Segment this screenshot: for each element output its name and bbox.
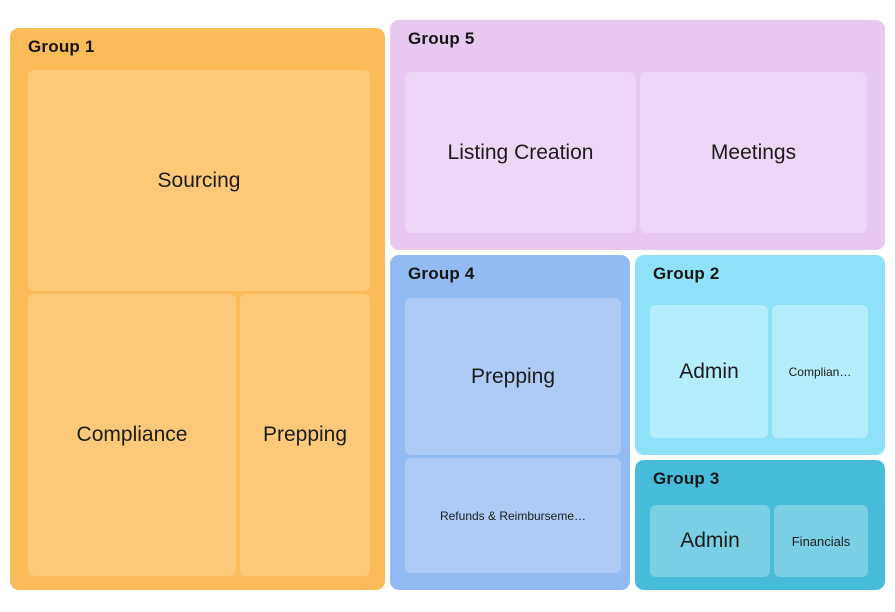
- tile-label: Compliance: [76, 423, 188, 446]
- treemap-group-2[interactable]: Group 2 Admin Complian…: [635, 255, 885, 455]
- treemap-tile-compliance-truncated[interactable]: Complian…: [772, 305, 868, 438]
- group-5-title: Group 5: [408, 29, 475, 48]
- group-1-title: Group 1: [28, 37, 95, 56]
- treemap-group-3[interactable]: Group 3 Admin Financials: [635, 460, 885, 590]
- tile-label: Sourcing: [157, 168, 241, 192]
- treemap-tile-prepping-group4[interactable]: Prepping: [405, 298, 621, 455]
- treemap-group-4[interactable]: Group 4 Prepping Refunds & Reimburseme…: [390, 255, 630, 590]
- tile-label: Refunds & Reimburseme…: [439, 508, 587, 523]
- treemap-tile-refunds-reimbursements[interactable]: Refunds & Reimburseme…: [405, 458, 621, 573]
- treemap-tile-compliance[interactable]: Compliance: [28, 294, 236, 576]
- tile-label: Prepping: [470, 364, 556, 388]
- tile-label: Financials: [791, 533, 851, 549]
- group-3-title: Group 3: [653, 469, 720, 488]
- group-4-title: Group 4: [408, 264, 475, 283]
- treemap-tile-meetings[interactable]: Meetings: [640, 72, 867, 233]
- treemap-tile-listing-creation[interactable]: Listing Creation: [405, 72, 636, 233]
- tile-label: Listing Creation: [447, 140, 594, 164]
- tile-label: Admin: [679, 359, 739, 383]
- tile-label: Prepping: [262, 423, 348, 446]
- tile-label: Meetings: [710, 140, 797, 164]
- treemap-tile-prepping-group1[interactable]: Prepping: [240, 294, 370, 576]
- treemap-tile-admin-group2[interactable]: Admin: [650, 305, 768, 438]
- treemap-tile-financials[interactable]: Financials: [774, 505, 868, 577]
- tile-label: Admin: [680, 529, 740, 552]
- tile-label: Complian…: [788, 364, 852, 379]
- treemap-group-1[interactable]: Group 1 Sourcing Compliance Prepping: [10, 28, 385, 590]
- treemap-tile-admin-group3[interactable]: Admin: [650, 505, 770, 577]
- group-2-title: Group 2: [653, 264, 720, 283]
- treemap-tile-sourcing[interactable]: Sourcing: [28, 70, 370, 291]
- treemap-group-5[interactable]: Group 5 Listing Creation Meetings: [390, 20, 885, 250]
